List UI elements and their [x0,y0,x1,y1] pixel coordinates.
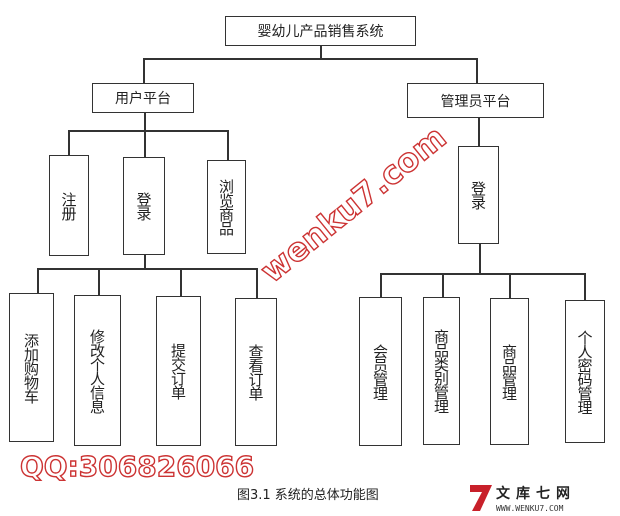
logo-title: 文库七网 [496,485,576,502]
user-platform-node: 用户平台 [92,83,194,113]
submit-order-node: 提交订单 [156,296,201,446]
edit-profile-node: 修改个人信息 [74,295,121,446]
member-management-node: 会员管理 [359,297,402,446]
connector [144,130,146,157]
connector [98,268,100,295]
connector [144,112,146,130]
connector [476,58,478,83]
connector [380,273,585,275]
view-orders-node: 查看订单 [235,298,277,446]
connector [68,130,228,132]
logo-url: WWW.WENKU7.COM [496,504,564,513]
connector [320,45,322,58]
admin-platform-node: 管理员平台 [407,83,544,118]
connector [380,273,382,297]
connector [227,130,229,160]
connector [442,273,444,297]
connector [37,268,257,270]
password-management-node: 个人密码管理 [565,300,605,443]
connector [37,268,39,293]
connector [478,117,480,146]
site-logo: 文库七网 WWW.WENKU7.COM [468,483,593,513]
connector [144,254,146,268]
connector [143,58,145,83]
connector [143,58,477,60]
figure-caption: 图3.1 系统的总体功能图 [237,488,379,503]
connector [479,243,481,273]
connector [584,273,586,300]
register-node: 注册 [49,155,89,256]
connector [68,130,70,155]
admin-login-node: 登录 [458,146,499,244]
user-login-node: 登录 [123,157,165,255]
add-to-cart-node: 添加购物车 [9,293,54,442]
root-node: 婴幼儿产品销售系统 [225,16,416,46]
browse-products-node: 浏览商品 [207,160,246,254]
connector [256,268,258,298]
connector [509,273,511,298]
watermark-qq: QQ:306826066 [20,450,254,483]
category-management-node: 商品类别管理 [423,297,460,445]
watermark-site: wenku7.com [253,118,453,290]
product-management-node: 商品管理 [490,298,529,445]
connector [180,268,182,296]
